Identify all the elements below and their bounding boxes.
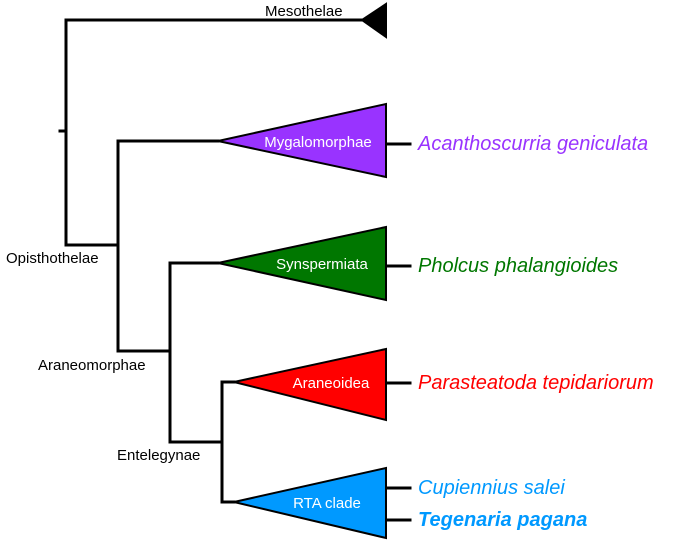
species-label-parasteatoda: Parasteatoda tepidariorum — [418, 372, 654, 394]
species-label-cupiennius: Cupiennius salei — [418, 477, 565, 499]
araneoidea-label: Araneoidea — [293, 375, 370, 392]
rta-clade-triangle — [233, 466, 387, 540]
species-label-tegenaria: Tegenaria pagana — [418, 509, 587, 531]
mygalomorphae-triangle — [217, 102, 387, 179]
species-label-pholcus: Pholcus phalangioides — [418, 255, 618, 277]
synspermiata-triangle — [217, 225, 387, 302]
opisthothelae-label: Opisthothelae — [6, 250, 99, 267]
mygalomorphae-label: Mygalomorphae — [264, 134, 372, 151]
mesothelae-label: Mesothelae — [265, 3, 343, 20]
mesothelae-triangle — [360, 2, 387, 39]
araneomorphae-label: Araneomorphae — [38, 357, 146, 374]
tree-branches — [58, 18, 412, 522]
entelegynae-label: Entelegynae — [117, 447, 200, 464]
araneoidea-triangle — [233, 347, 387, 422]
synspermiata-label: Synspermiata — [276, 256, 368, 273]
rta-clade-label: RTA clade — [293, 495, 361, 512]
species-label-acanthoscurria: Acanthoscurria geniculata — [417, 133, 648, 155]
